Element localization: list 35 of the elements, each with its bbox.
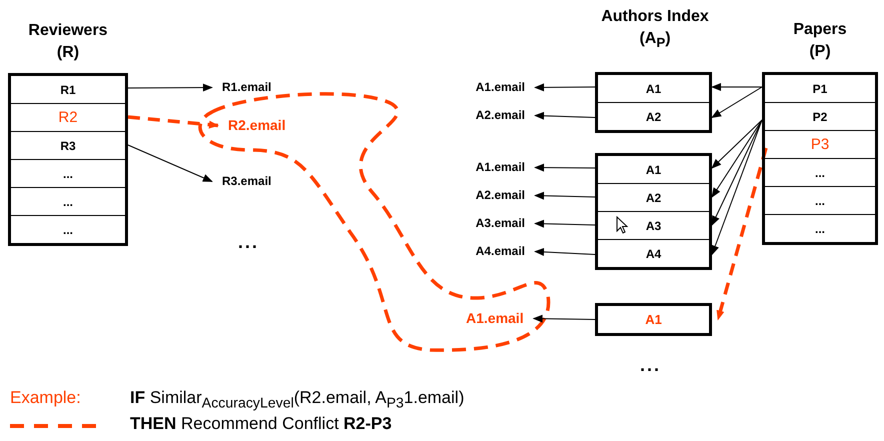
email-label: A2.email [476, 108, 525, 123]
arrow [712, 120, 762, 226]
arrow [534, 192, 596, 200]
arrow [534, 164, 596, 172]
table-heading: Papers (P) [792, 20, 848, 62]
email-label: R2.email [228, 118, 286, 133]
arrow [534, 83, 596, 92]
rule-text: IF Similar$_{AccuracyLevel}$(R2.email, A$_{P3}$1.email) [130, 388, 464, 412]
arrow [711, 86, 762, 118]
example-label: Example: [10, 388, 81, 408]
email-label: A1.email [476, 80, 525, 95]
arrow [128, 115, 219, 129]
email-label: A2.email [476, 188, 525, 203]
arrow [711, 83, 762, 91]
email-label: A1.email [476, 160, 525, 175]
arrow [532, 314, 596, 323]
ellipsis: ... [238, 232, 260, 253]
arrow [534, 248, 596, 256]
email-label: R1.email [222, 80, 272, 95]
arrow [711, 120, 762, 169]
arrow [534, 112, 596, 120]
arrow [716, 148, 768, 320]
ellipsis: ... [640, 355, 662, 376]
arrow [711, 120, 762, 198]
table-heading: Reviewers (R) [27, 21, 109, 63]
column-heading: Authors Index (A$_{P}$) [600, 7, 710, 52]
email-label: A4.email [476, 244, 525, 259]
arrow [534, 220, 596, 228]
email-label: R3.email [222, 174, 272, 189]
arrow [128, 144, 213, 182]
arrow [711, 120, 762, 256]
email-label: A1.email [466, 311, 524, 326]
rule-text: THEN Recommend Conflict R2-P3 [130, 414, 392, 434]
email-label: A3.email [476, 216, 525, 231]
arrow [128, 84, 213, 92]
